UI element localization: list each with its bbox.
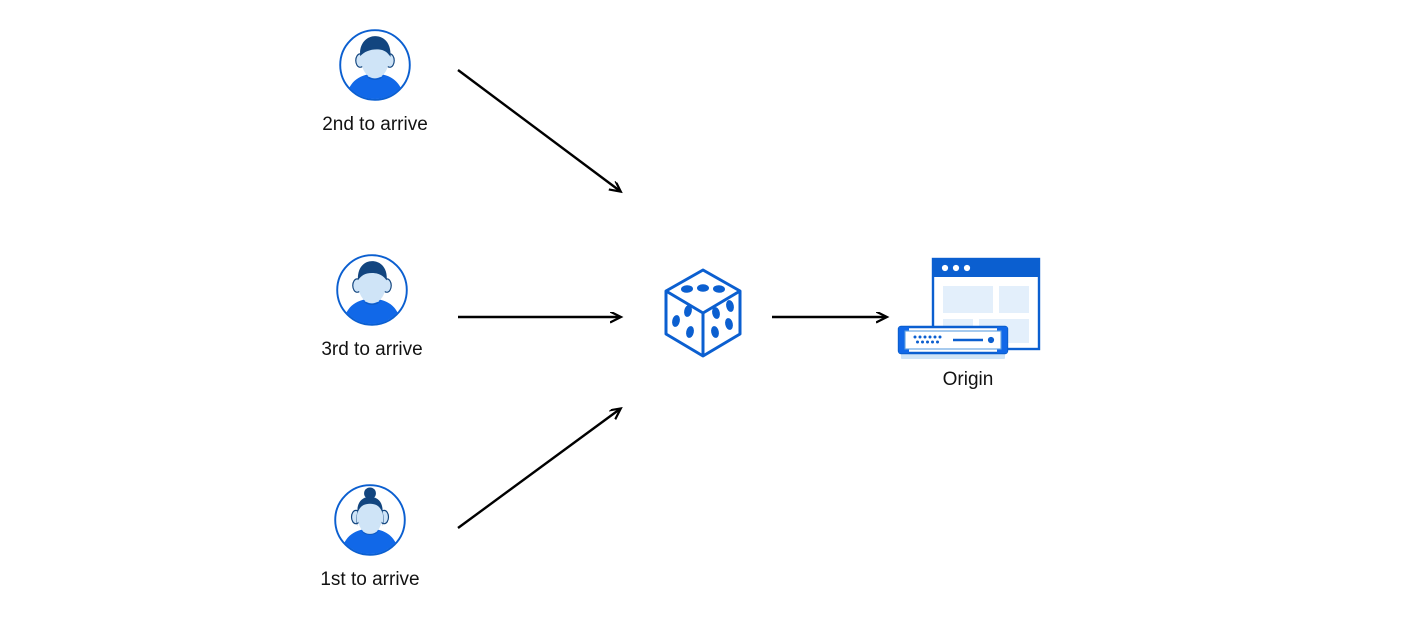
- origin-label: Origin: [942, 369, 994, 390]
- user-avatar-icon: [339, 29, 411, 101]
- arrow-1st-to-dice: [457, 409, 620, 529]
- randomizer-node: [658, 264, 748, 364]
- dice-icon: [664, 268, 742, 358]
- client-label-2nd: 2nd to arrive: [322, 114, 428, 135]
- client-label-3rd: 3rd to arrive: [321, 339, 423, 360]
- arrow-2nd-to-dice: [457, 69, 620, 191]
- client-node-2nd: 2nd to arrive: [315, 28, 435, 138]
- client-node-3rd: 3rd to arrive: [312, 253, 432, 363]
- origin-node: Origin: [888, 255, 1048, 391]
- user-avatar-icon: [336, 254, 408, 326]
- client-label-1st: 1st to arrive: [320, 569, 420, 590]
- client-node-1st: 1st to arrive: [310, 483, 430, 593]
- origin-art: [893, 255, 1043, 360]
- server-device-icon: [897, 325, 1009, 359]
- user-avatar-icon: [334, 484, 406, 556]
